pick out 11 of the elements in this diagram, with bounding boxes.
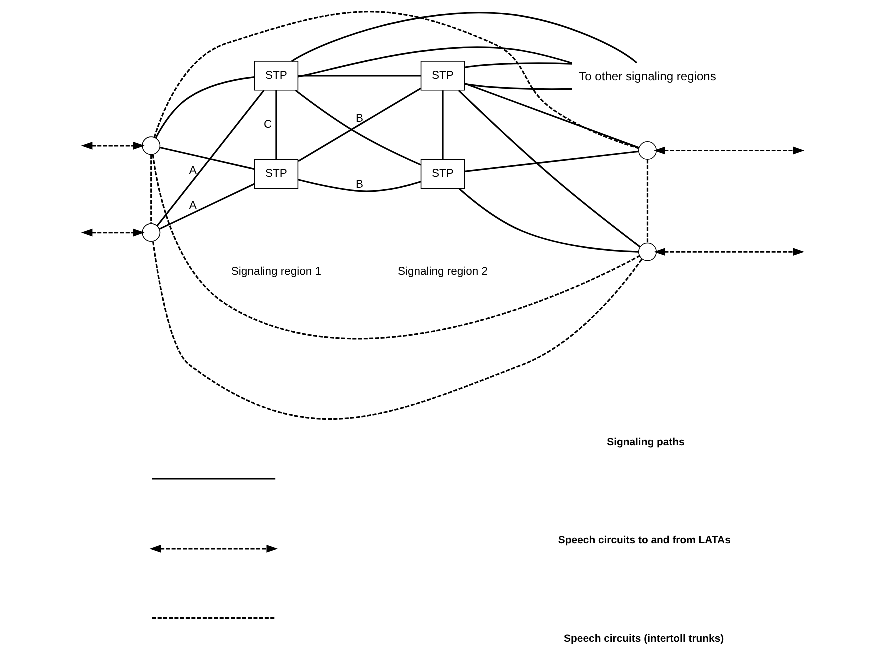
legend-label: Speech circuits to and from LATAs [558, 536, 731, 547]
legend-label: Signaling paths [607, 438, 685, 449]
edge-label: A [189, 200, 197, 212]
edge-label: A [189, 165, 197, 178]
edge-label: C [264, 118, 272, 131]
node-text: To other signaling regions [579, 69, 716, 84]
edge-label: B [356, 178, 364, 191]
label: Signaling region 2 [398, 266, 488, 278]
edge-label: B [356, 112, 364, 125]
legend-label: Speech circuits (intertoll trunks) [564, 634, 724, 645]
label: Signaling region 1 [231, 266, 322, 278]
